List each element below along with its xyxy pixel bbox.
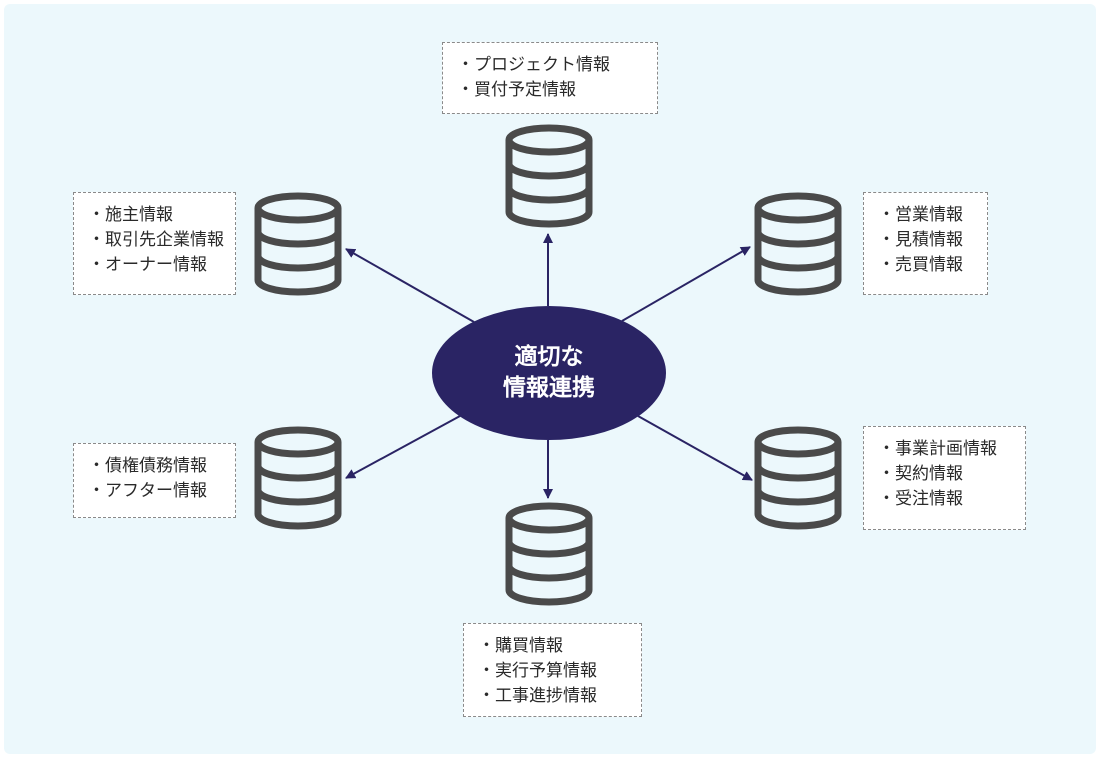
info-list: 施主情報 取引先企業情報 オーナー情報 xyxy=(88,203,224,278)
database-icon xyxy=(754,426,842,530)
hub-label: 適切な 情報連携 xyxy=(432,306,666,440)
arrow-to-top-right xyxy=(621,246,751,322)
list-item: 取引先企業情報 xyxy=(88,228,224,253)
list-item: 事業計画情報 xyxy=(878,437,1011,462)
list-item: 売買情報 xyxy=(878,253,973,278)
arrow-to-bottom-right xyxy=(637,415,753,481)
info-box-bottom: 購買情報 実行予算情報 工事進捗情報 xyxy=(463,623,642,717)
info-list: 購買情報 実行予算情報 工事進捗情報 xyxy=(478,634,627,709)
info-box-top-right: 営業情報 見積情報 売買情報 xyxy=(863,192,988,295)
info-list: 事業計画情報 契約情報 受注情報 xyxy=(878,437,1011,512)
info-box-top-left: 施主情報 取引先企業情報 オーナー情報 xyxy=(73,192,236,295)
database-icon xyxy=(254,426,342,530)
list-item: アフター情報 xyxy=(88,479,221,504)
list-item: 工事進捗情報 xyxy=(478,684,627,709)
database-icon xyxy=(754,192,842,296)
list-item: 契約情報 xyxy=(878,462,1011,487)
database-icon xyxy=(254,192,342,296)
arrow-to-bottom-left xyxy=(345,415,461,479)
hub-ellipse xyxy=(432,306,666,440)
list-item: 購買情報 xyxy=(478,634,627,659)
list-item: 営業情報 xyxy=(878,203,973,228)
list-item: 受注情報 xyxy=(878,487,1011,512)
info-list: 営業情報 見積情報 売買情報 xyxy=(878,203,973,278)
list-item: 施主情報 xyxy=(88,203,221,228)
list-item: 実行予算情報 xyxy=(478,659,627,684)
hub-label-line2: 情報連携 xyxy=(503,375,595,401)
database-icon xyxy=(505,502,593,606)
hub-label-line1: 適切な xyxy=(514,344,584,370)
list-item: プロジェクト情報 xyxy=(457,53,643,78)
info-box-bottom-left: 債権債務情報 アフター情報 xyxy=(73,443,236,518)
list-item: 見積情報 xyxy=(878,228,973,253)
list-item: オーナー情報 xyxy=(88,253,221,278)
info-list: プロジェクト情報 買付予定情報 xyxy=(457,53,643,103)
database-icon xyxy=(505,124,593,228)
info-box-bottom-right: 事業計画情報 契約情報 受注情報 xyxy=(863,426,1026,530)
info-list: 債権債務情報 アフター情報 xyxy=(88,454,221,504)
arrow-to-top-left xyxy=(345,248,475,323)
list-item: 買付予定情報 xyxy=(457,78,643,103)
list-item: 債権債務情報 xyxy=(88,454,221,479)
info-box-top: プロジェクト情報 買付予定情報 xyxy=(442,42,658,114)
